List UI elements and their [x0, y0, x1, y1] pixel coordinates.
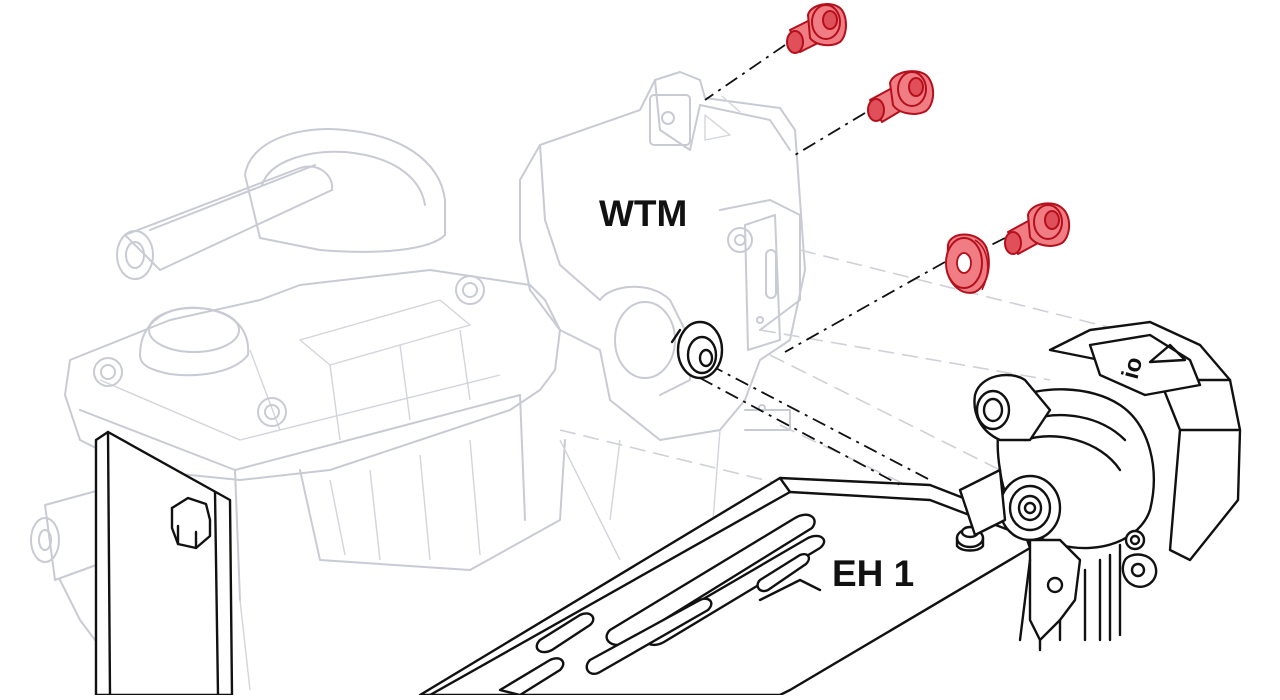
assembly-lines	[699, 44, 1006, 486]
ghost-housing	[30, 128, 621, 691]
eh1-actuator: io	[958, 320, 1242, 652]
label-wtm: WTM	[599, 193, 687, 234]
red-screw-2	[867, 70, 935, 123]
ghost-wtm-module	[519, 71, 806, 601]
red-screw-3	[1004, 202, 1071, 255]
red-washer	[945, 233, 990, 294]
wtm-fitting	[670, 320, 724, 380]
red-screw-1	[786, 3, 847, 54]
label-eh1: EH 1	[832, 553, 914, 594]
vertical-mounting-plate	[94, 430, 234, 697]
slotted-rail	[418, 476, 1032, 697]
